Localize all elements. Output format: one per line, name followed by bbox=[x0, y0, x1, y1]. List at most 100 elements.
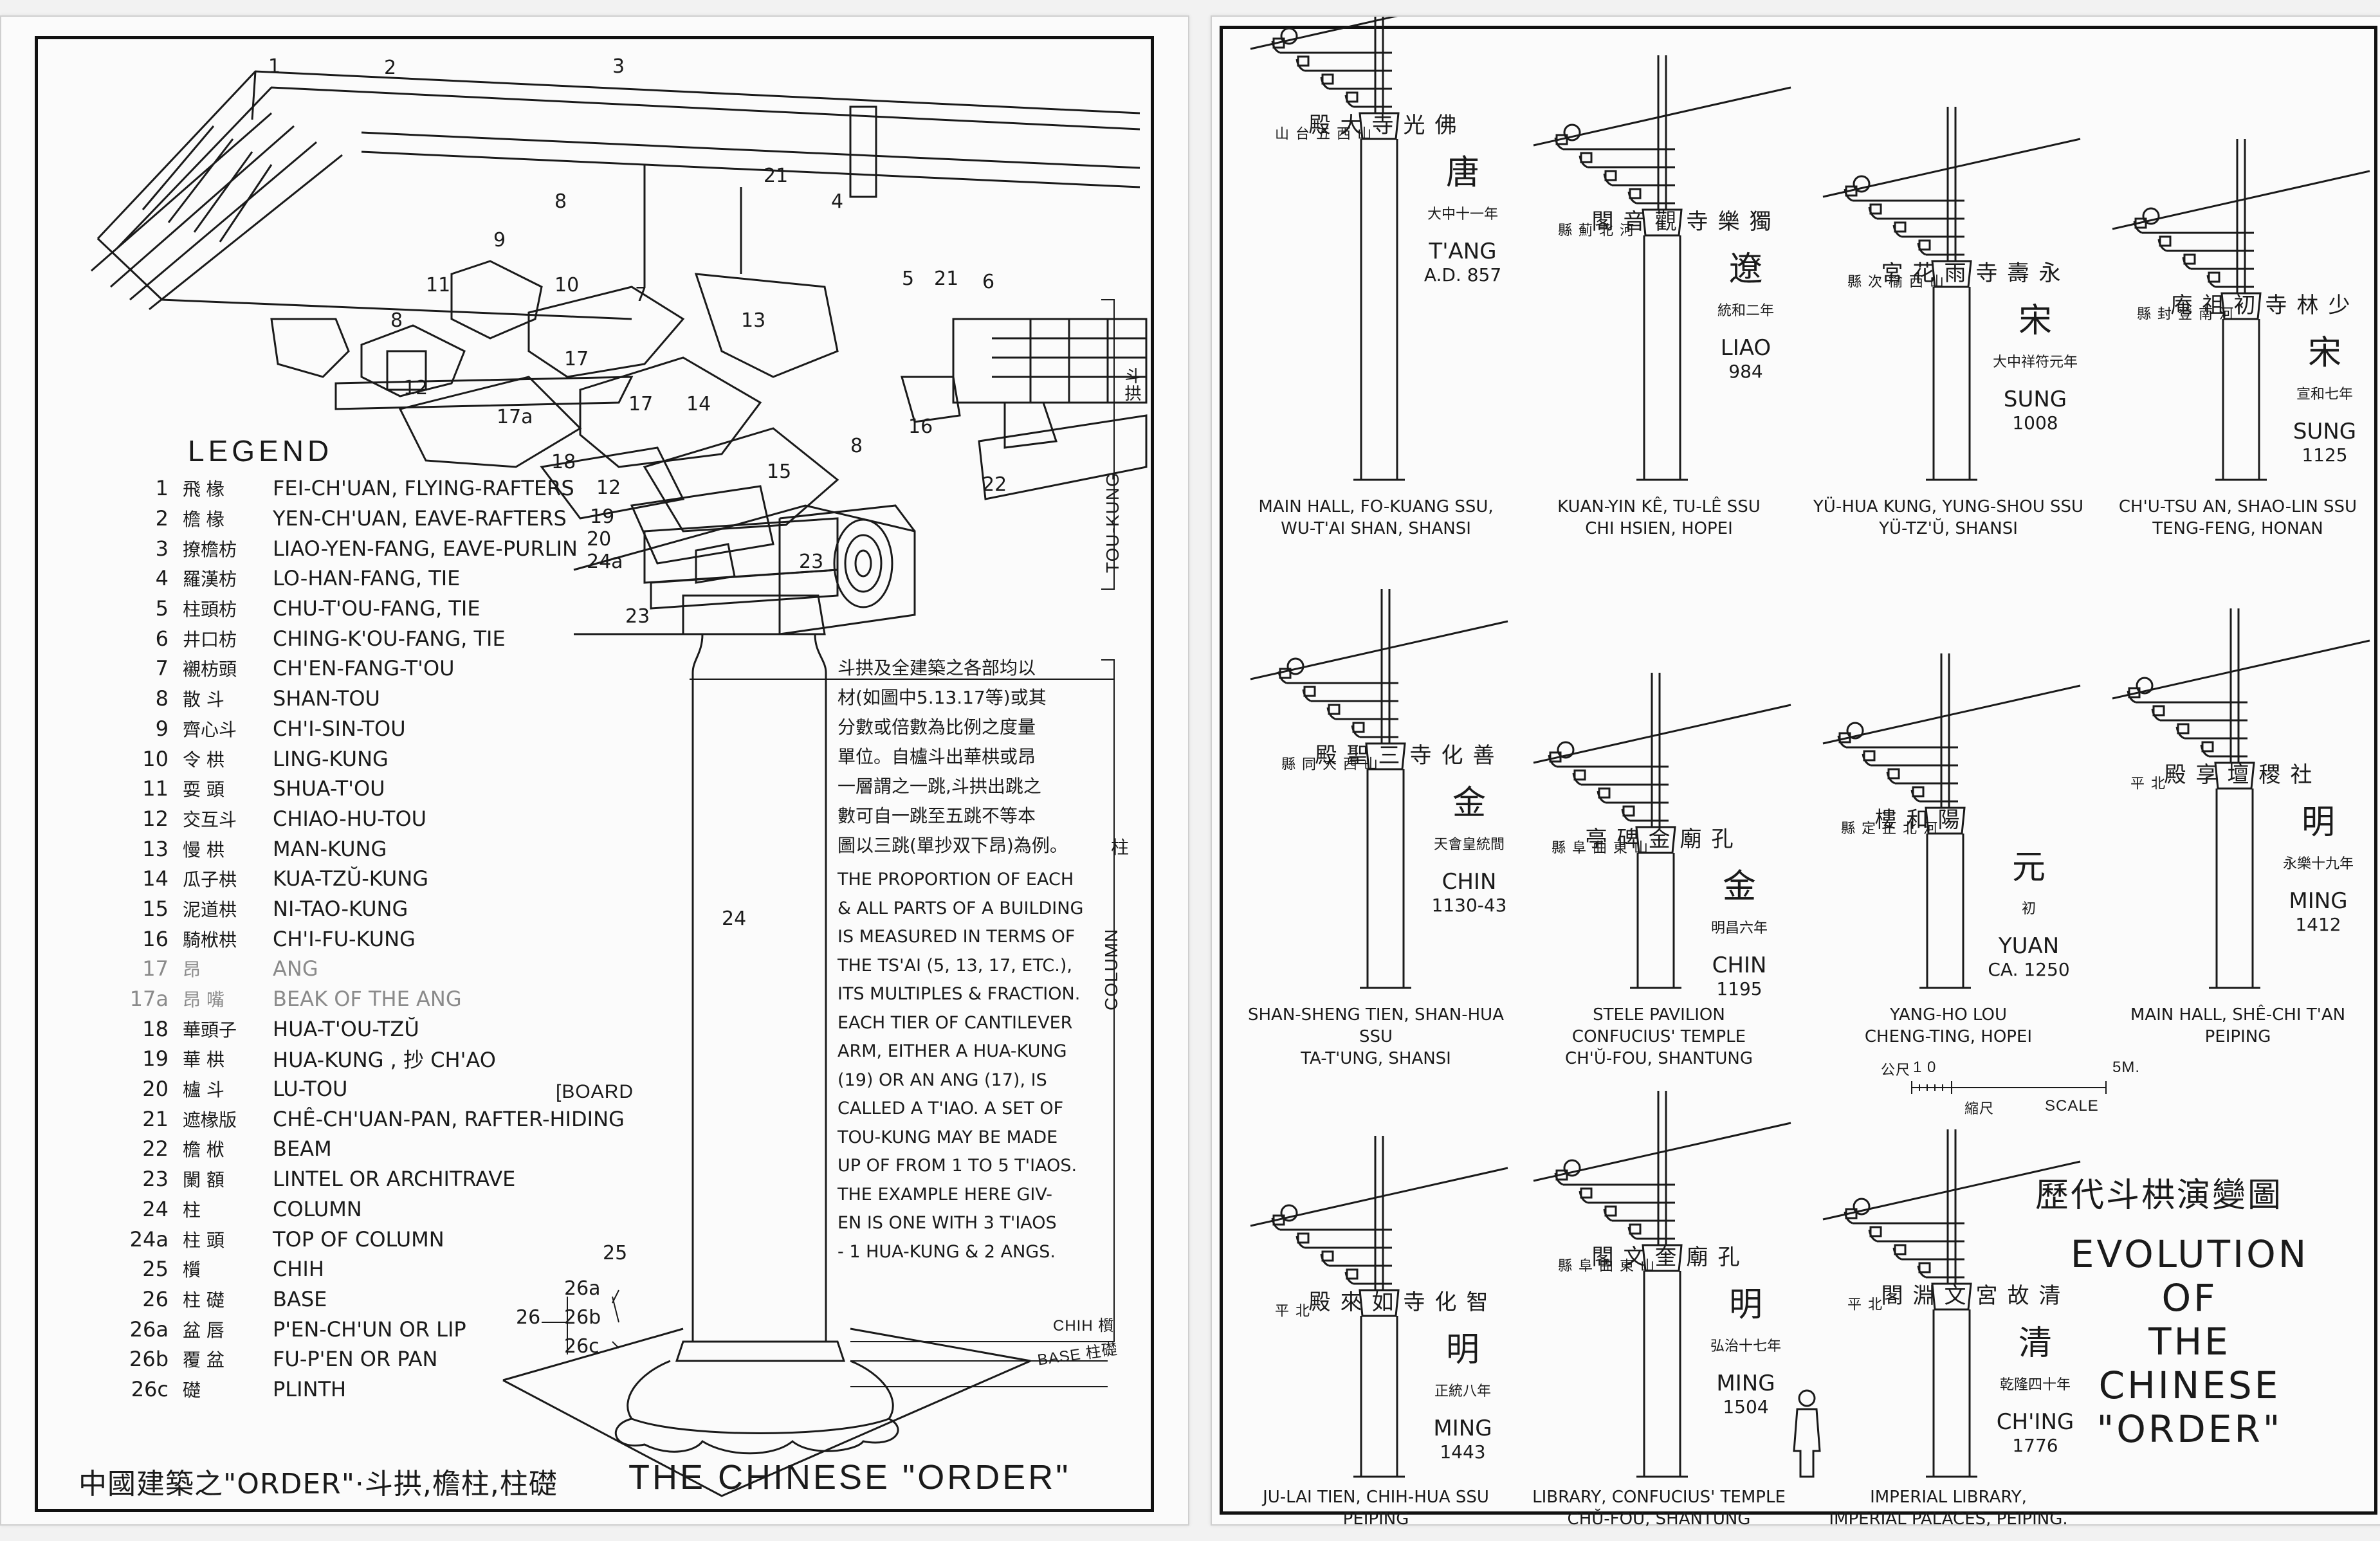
reign-year-chinese: 大中十一年 bbox=[1427, 206, 1498, 223]
legend-item-chinese: 盆 唇 bbox=[183, 1319, 224, 1341]
site-chinese: 智化寺如來殿 bbox=[1304, 1290, 1488, 1315]
dynasty-chinese: 明 bbox=[1728, 1286, 1762, 1324]
note-line: ARM, EITHER A HUA-KUNG bbox=[838, 1041, 1067, 1061]
legend-item-number: 24 bbox=[142, 1196, 169, 1221]
site-chinese: 佛光寺大殿 bbox=[1304, 113, 1456, 138]
reign-year-chinese: 天會皇統間 bbox=[1433, 837, 1505, 853]
dynasty-chinese: 宋 bbox=[2307, 334, 2341, 372]
legend-item-english: CHIH bbox=[273, 1257, 324, 1282]
reign-year-chinese: 統和二年 bbox=[1717, 303, 1774, 319]
legend-item-chinese: 瓜子栱 bbox=[183, 869, 237, 891]
legend-item-english: HUA-T'OU-TZŬ bbox=[273, 1016, 419, 1041]
left-title-chinese: 中國建築之"ORDER"·斗拱,檐柱,柱礎 bbox=[78, 1468, 558, 1500]
bracket-example-drawing bbox=[1250, 1136, 1508, 1478]
reign-year-chinese: 大中祥符元年 bbox=[1992, 354, 2078, 370]
dynasty-date: 1443 bbox=[1440, 1441, 1486, 1463]
legend-item-chinese: 遮椽版 bbox=[183, 1109, 237, 1131]
legend-item-number: 12 bbox=[142, 806, 169, 831]
legend-item-english: COLUMN bbox=[273, 1196, 362, 1221]
left-frame bbox=[35, 36, 1154, 1512]
province-chinese: 河北薊縣 bbox=[1555, 223, 1633, 239]
note-line: IS MEASURED IN TERMS OF bbox=[838, 927, 1076, 947]
callout-10: 10 bbox=[554, 274, 580, 296]
caption-line: WU-T'AI SHAN, SHANSI bbox=[1281, 519, 1471, 538]
example-caption: MAIN HALL, FO-KUANG SSU,WU-T'AI SHAN, SH… bbox=[1231, 496, 1521, 540]
site-chinese: 孔廟奎文閣 bbox=[1588, 1245, 1739, 1270]
callout-25: 25 bbox=[603, 1242, 628, 1264]
tou-kung-zh-label: 斗拱 bbox=[1122, 367, 1142, 402]
legend-item-number: 22 bbox=[142, 1136, 169, 1162]
note-english: THE PROPORTION OF EACH& ALL PARTS OF A B… bbox=[838, 866, 1111, 1266]
dynasty-name: SUNG bbox=[2003, 387, 2067, 412]
legend-item-chinese: 櫍 bbox=[183, 1259, 201, 1281]
site-chinese: 孔廟金碑亭 bbox=[1581, 827, 1733, 852]
caption-line: CHI HSIEN, HOPEI bbox=[1585, 519, 1733, 538]
callout-2: 2 bbox=[384, 57, 397, 79]
dynasty-date: 1130-43 bbox=[1431, 895, 1507, 916]
dynasty-name: CHIN bbox=[1442, 869, 1497, 895]
province-chinese: 山西大同縣 bbox=[1279, 756, 1377, 773]
caption-line: YÜ-HUA KUNG, YUNG-SHOU SSU bbox=[1813, 497, 2084, 516]
legend-item-english: BASE bbox=[273, 1286, 327, 1311]
legend-item-chinese: 撩檐枋 bbox=[183, 538, 237, 560]
province-chinese: 北平 bbox=[1845, 1297, 1881, 1313]
legend-item-english: LINTEL OR ARCHITRAVE bbox=[273, 1167, 516, 1192]
bracket-example-drawing bbox=[1822, 1129, 2081, 1478]
legend-item-english: HUA-KUNG , 抄 CH'AO bbox=[273, 1048, 496, 1073]
legend-item-chinese: 昂 bbox=[183, 959, 201, 981]
legend-item-chinese: 櫨 斗 bbox=[183, 1079, 224, 1101]
dynasty-name: SUNG bbox=[2293, 419, 2357, 444]
legend-item-chinese: 襯枋頭 bbox=[183, 659, 237, 680]
legend-item-english: KUA-TZŬ-KUNG bbox=[273, 866, 429, 891]
callout-23b: 23 bbox=[625, 605, 650, 628]
bracket-example-drawing bbox=[2112, 139, 2370, 481]
reign-year-chinese: 乾隆四十年 bbox=[1999, 1377, 2071, 1393]
province-chinese: 山西榆次縣 bbox=[1845, 274, 1943, 291]
caption-line: KUAN-YIN KÊ, TU-LÊ SSU bbox=[1557, 497, 1761, 516]
callout-18: 18 bbox=[551, 451, 576, 473]
callout-17a: 17 bbox=[564, 348, 589, 370]
legend-item-english: SHUA-T'OU bbox=[273, 776, 385, 801]
legend-item-chinese: 昂 嘴 bbox=[183, 989, 224, 1011]
legend-item-number: 26a bbox=[129, 1317, 169, 1342]
legend-board-suffix: [BOARD bbox=[556, 1081, 634, 1102]
reign-year-chinese: 正統八年 bbox=[1434, 1383, 1491, 1400]
legend-item-number: 17 bbox=[142, 956, 169, 981]
legend-item-chinese: 闌 額 bbox=[183, 1169, 224, 1191]
site-chinese: 清故宮文淵閣 bbox=[1877, 1284, 2060, 1308]
caption-line: CHŬ-FOU, SHANTUNG bbox=[1567, 1509, 1751, 1529]
legend-item-number: 19 bbox=[142, 1046, 169, 1071]
caption-line: STELE PAVILION bbox=[1593, 1005, 1725, 1025]
bracket-example-drawing bbox=[2112, 608, 2370, 989]
callout-20: 20 bbox=[587, 528, 612, 551]
note-line: THE PROPORTION OF EACH bbox=[838, 870, 1074, 889]
note-line: 單位。自櫨斗出華栱或昂 bbox=[838, 746, 1036, 767]
caption-line: PEIPING bbox=[1342, 1509, 1409, 1529]
legend-item-number: 24a bbox=[129, 1226, 169, 1252]
callout-6: 6 bbox=[982, 271, 995, 293]
callout-3: 3 bbox=[612, 55, 625, 78]
scale-zero: 1 0 bbox=[1913, 1059, 1937, 1076]
note-line: 數可自一跳至五跳不等本 bbox=[838, 805, 1036, 826]
callout-14: 14 bbox=[686, 393, 711, 415]
callout-19: 19 bbox=[590, 506, 615, 528]
site-chinese: 獨樂寺觀音閣 bbox=[1588, 210, 1771, 234]
legend-item-english: PLINTH bbox=[273, 1376, 347, 1401]
note-line: TOU-KUNG MAY BE MADE bbox=[838, 1127, 1058, 1147]
note-line: CALLED A T'IAO. A SET OF bbox=[838, 1099, 1064, 1118]
bracket-example-drawing bbox=[1533, 1091, 1791, 1478]
caption-line: MAIN HALL, SHÊ-CHI T'AN bbox=[2130, 1005, 2346, 1025]
callout-17b: 17 bbox=[628, 393, 654, 415]
